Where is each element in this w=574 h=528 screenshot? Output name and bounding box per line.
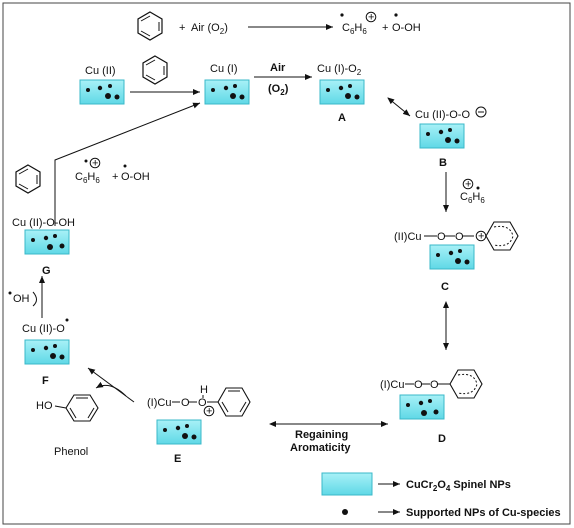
benzene-left-icon	[15, 164, 41, 194]
label-E: E	[174, 453, 181, 465]
svg-text:+: +	[368, 12, 374, 24]
label-D: D	[438, 433, 446, 445]
legend-spinel-label: CuCr2O4 Spinel NPs	[406, 479, 511, 493]
cu1-label: Cu (I)	[210, 63, 238, 75]
svg-text:H: H	[200, 384, 208, 396]
top-air-label: Air (O2)	[191, 22, 228, 36]
cation-charge-icon	[365, 11, 377, 23]
svg-text:O: O	[414, 379, 423, 391]
top-ooh-radical: O-OH	[392, 22, 421, 34]
label-F: F	[42, 375, 49, 387]
top-c6h6-radical: C6H6	[342, 22, 367, 36]
cu2-O-F-label: Cu (II)-O	[22, 323, 65, 335]
svg-text:+: +	[206, 406, 212, 418]
legend-dots-label: Supported NPs of Cu-species	[406, 507, 561, 519]
cu2-C-label: (II)Cu	[394, 231, 422, 243]
cu2-ooh-G-label: Cu (II)-O-OH	[12, 217, 75, 229]
cyclohexadienyl-ring-icon	[485, 221, 519, 251]
c6h6-left: C6H6	[75, 171, 100, 185]
chip-C	[429, 244, 475, 270]
arrow-E-F	[87, 367, 135, 403]
arrow-phenol-release	[95, 381, 127, 397]
chip-cu1	[204, 79, 250, 105]
cu1-o2-label: Cu (I)-O2	[317, 63, 362, 77]
svg-text:+: +	[465, 179, 471, 191]
chip-F	[24, 339, 70, 365]
chip-E	[156, 419, 202, 445]
c6h6-cation-B: C6H6	[460, 191, 485, 205]
cation-charge-icon	[89, 157, 101, 169]
oh-curved-arrow	[32, 291, 37, 307]
o2-label: (O2)	[268, 83, 289, 97]
regaining-label: Regaining	[295, 429, 348, 441]
label-A: A	[338, 112, 346, 124]
plus-left: +	[112, 171, 118, 183]
top-plus-2: +	[382, 22, 388, 34]
svg-text:+: +	[478, 231, 484, 243]
label-B: B	[439, 157, 447, 169]
chip-B	[419, 123, 465, 149]
label-G: G	[42, 265, 51, 277]
phenol-ring-icon	[65, 394, 99, 422]
cation-charge-icon	[462, 178, 474, 190]
cu2-oo-label: Cu (II)-O-O	[415, 109, 470, 121]
air-label: Air	[270, 62, 286, 74]
chip-D	[399, 394, 445, 420]
svg-text:+: +	[92, 158, 98, 170]
benzene-ring-icon	[217, 387, 251, 417]
aromaticity-label: Aromaticity	[290, 442, 351, 454]
cu1-D-label: (I)Cu	[380, 379, 404, 391]
cu1-E-label: (I)Cu	[147, 397, 171, 409]
ooh-left: O-OH	[121, 171, 150, 183]
arrow-A-B	[387, 97, 411, 117]
radical-dot	[340, 13, 344, 17]
oh-radical: OH	[13, 293, 30, 305]
chip-G	[24, 229, 70, 255]
phenol-label: Phenol	[54, 446, 88, 458]
chip-A	[319, 79, 365, 105]
cyclohexadienyl-ring-icon	[449, 369, 483, 399]
top-reaction: + Air (O2) C6H6 + + O-OH	[137, 11, 421, 41]
arrow-G-to-cu1	[54, 102, 201, 226]
svg-text:O: O	[198, 397, 207, 409]
phenol-ho: HO	[36, 400, 53, 412]
cu2-start-label: Cu (II)	[85, 65, 116, 77]
label-C: C	[441, 281, 449, 293]
svg-text:O: O	[455, 231, 464, 243]
legend-chip-swatch	[321, 472, 373, 496]
anion-charge-icon	[475, 106, 487, 118]
benzene-icon	[142, 55, 168, 85]
radical-dot	[394, 13, 398, 17]
legend: CuCr2O4 Spinel NPs Supported NPs of Cu-s…	[321, 472, 561, 519]
chip-cu2-start	[79, 79, 125, 105]
top-plus-1: +	[179, 22, 185, 34]
svg-text:O: O	[437, 231, 446, 243]
benzene-top-icon	[137, 11, 163, 41]
cation-charge-icon	[203, 405, 215, 417]
svg-text:O: O	[181, 397, 190, 409]
legend-dot-swatch	[342, 509, 348, 515]
svg-text:O: O	[430, 379, 439, 391]
